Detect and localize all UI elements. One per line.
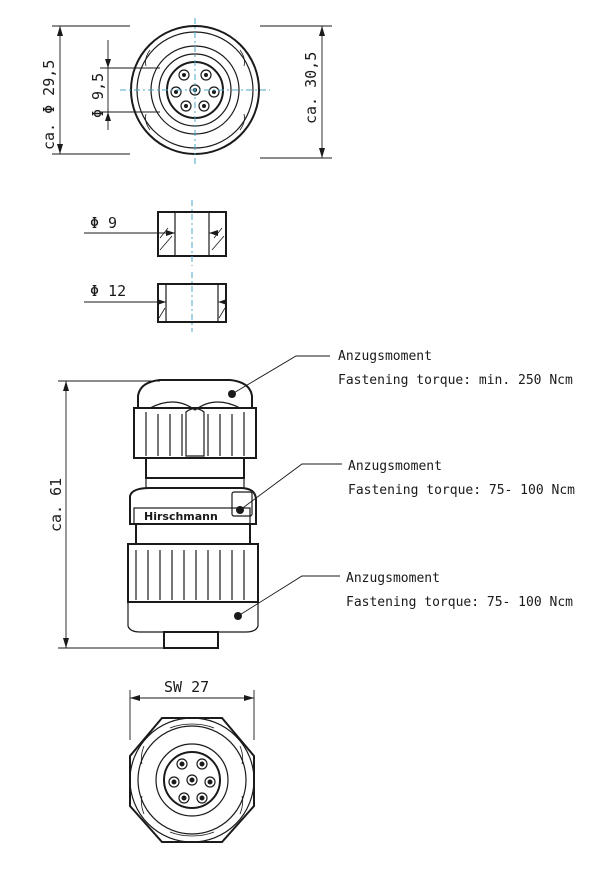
dim-overall-height: ca. 61 (47, 478, 65, 532)
dim-insert-diameter: Φ 9,5 (89, 73, 107, 118)
top-view: ca. Φ 29,5 Φ 9,5 ca. 30,5 (40, 18, 332, 165)
side-view: Hirschmann ca. 61 (47, 355, 342, 649)
dim-outer-diameter-right: ca. 30,5 (302, 52, 320, 124)
seal-small: Φ 9 (84, 200, 227, 266)
callout-2: Anzugsmoment Fastening torque: 75- 100 N… (348, 459, 575, 498)
callout-2-subtitle: Fastening torque: 75- 100 Ncm (348, 483, 575, 498)
bottom-contact-pins (168, 758, 216, 804)
callout-1-title: Anzugsmoment (338, 349, 432, 364)
dim-outer-diameter-left: ca. Φ 29,5 (40, 60, 58, 150)
brand-marking: Hirschmann (144, 510, 218, 523)
seal-large-label: Φ 12 (90, 282, 126, 300)
callout-3-title: Anzugsmoment (346, 571, 440, 586)
callout-3: Anzugsmoment Fastening torque: 75- 100 N… (346, 571, 573, 610)
cable-nut-ribs (133, 407, 257, 459)
housing-body (129, 487, 257, 525)
callout-3-subtitle: Fastening torque: 75- 100 Ncm (346, 595, 573, 610)
wrench-size-dim: SW 27 (164, 678, 209, 696)
grip-marks (145, 49, 245, 131)
seal-large: Φ 12 (84, 272, 227, 332)
contact-pins (170, 69, 220, 112)
coupling-nut (127, 543, 259, 603)
cable-nut-top (137, 379, 253, 409)
callout-2-title: Anzugsmoment (348, 459, 442, 474)
callout-1-subtitle: Fastening torque: min. 250 Ncm (338, 373, 573, 388)
callout-1: Anzugsmoment Fastening torque: min. 250 … (338, 349, 573, 388)
seal-small-label: Φ 9 (90, 214, 117, 232)
bottom-view: SW 27 (129, 678, 255, 843)
